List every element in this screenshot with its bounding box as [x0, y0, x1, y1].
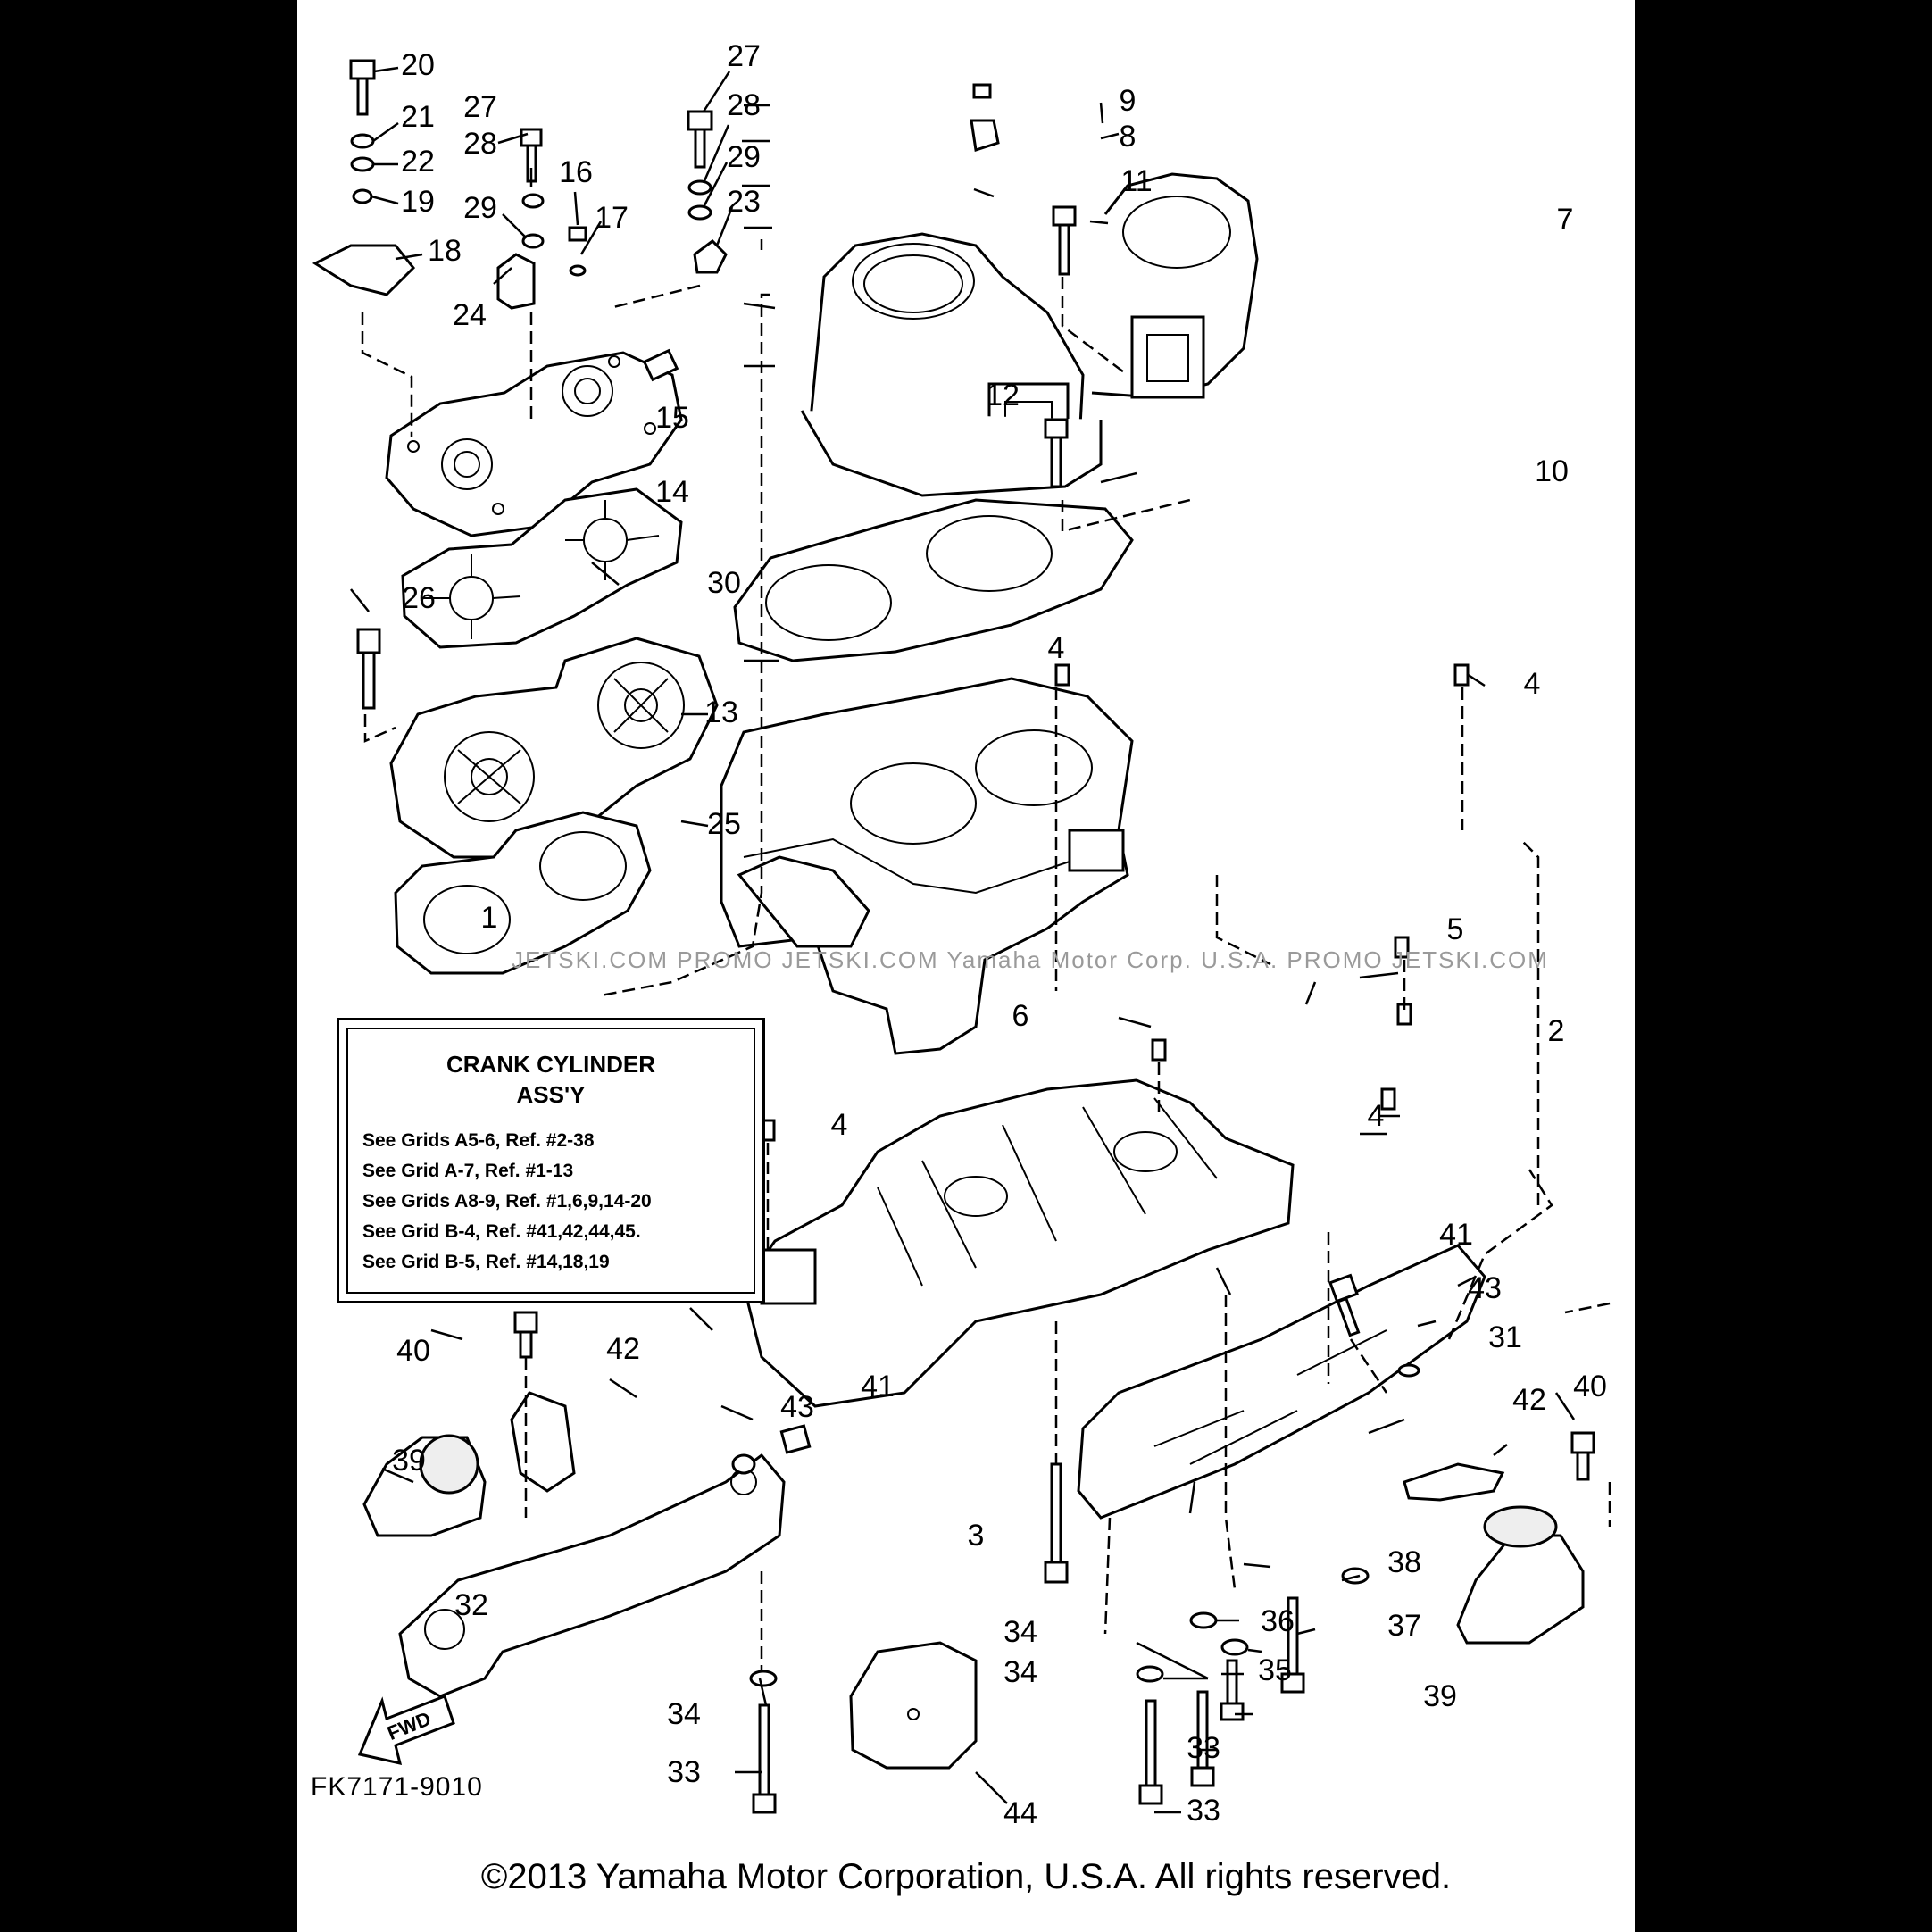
callout-42b: 42: [1512, 1383, 1546, 1417]
callout-35: 35: [1258, 1653, 1292, 1687]
callout-34c: 34: [667, 1697, 701, 1731]
assembly-reference-box: CRANK CYLINDER ASS'Y See Grids A5-6, Ref…: [337, 1018, 765, 1303]
callout-41b: 41: [861, 1370, 895, 1403]
engine-cover-block: [849, 1641, 978, 1770]
engine-mount-bracket-left: [398, 1453, 786, 1698]
reference-box-frame: [346, 1028, 755, 1294]
cylinder-base-gasket: [733, 498, 1134, 662]
callout-11: 11: [1120, 164, 1152, 198]
callout-39b: 39: [1423, 1679, 1457, 1713]
callout-28a: 28: [463, 127, 497, 161]
parts-diagram-sheet: FWD: [297, 0, 1635, 1932]
damper-right: [1403, 1462, 1505, 1502]
callout-8: 8: [1120, 120, 1137, 154]
callout-21: 21: [401, 100, 435, 134]
callout-33a: 33: [1187, 1731, 1220, 1765]
watermark-text: JETSKI.COM PROMO JETSKI.COM Yamaha Motor…: [512, 946, 1549, 973]
lower-crankcase: [742, 1078, 1295, 1408]
head-cover-gasket: [401, 487, 683, 649]
cylinder-head-gasket: [394, 811, 652, 975]
callout-37: 37: [1387, 1609, 1421, 1643]
callout-24: 24: [453, 298, 487, 332]
callout-4c: 4: [831, 1108, 848, 1142]
callout-27a: 27: [463, 90, 497, 124]
callout-17: 17: [595, 201, 629, 235]
callout-15: 15: [655, 401, 689, 435]
callout-7: 7: [1557, 203, 1574, 237]
callout-16: 16: [559, 155, 593, 189]
callout-43b: 43: [780, 1390, 814, 1424]
callout-4d: 4: [1368, 1099, 1385, 1133]
callout-14: 14: [655, 475, 689, 509]
callout-18: 18: [428, 234, 462, 268]
callout-28b: 28: [727, 88, 761, 122]
callout-30: 30: [707, 566, 741, 600]
reference-note: See Grid A-7, Ref. #1-13: [362, 1161, 574, 1181]
reference-box-subtitle: ASS'Y: [516, 1081, 586, 1108]
callout-34a: 34: [1003, 1615, 1037, 1649]
engine-mount-right: [1456, 1505, 1585, 1645]
callout-41a: 41: [1439, 1218, 1473, 1252]
callout-13: 13: [704, 695, 738, 729]
callout-27b: 27: [727, 39, 761, 73]
reference-notes-list: See Grids A5-6, Ref. #2-38 See Grid A-7,…: [362, 1126, 652, 1278]
forward-direction-arrow: FWD: [357, 1695, 455, 1765]
cylinder-head: [389, 637, 719, 859]
copyright-notice: ©2013 Yamaha Motor Corporation, U.S.A. A…: [480, 1857, 1452, 1896]
callout-29a: 29: [463, 191, 497, 225]
callout-20: 20: [401, 48, 435, 82]
callout-9: 9: [1120, 84, 1137, 118]
upper-crankcase: [720, 677, 1134, 1055]
callout-40a: 40: [396, 1334, 430, 1368]
engine-mount-left: [362, 1434, 487, 1537]
callout-10: 10: [1535, 454, 1569, 488]
callout-2: 2: [1548, 1014, 1565, 1048]
exploded-view-drawing: FWD: [312, 39, 1611, 1830]
reference-note: See Grid B-5, Ref. #14,18,19: [362, 1252, 610, 1272]
callout-numbers: 20 21 22 19 18 24 27 28 29 16 17 27 28 2…: [392, 39, 1607, 1830]
cylinder-head-cover: [385, 348, 683, 537]
leader-lines: [350, 66, 1576, 1814]
callout-23: 23: [727, 185, 761, 219]
cylinder-block: [800, 172, 1259, 497]
callout-29b: 29: [727, 140, 761, 174]
callout-36: 36: [1261, 1604, 1295, 1638]
callout-3: 3: [968, 1519, 985, 1553]
callout-5: 5: [1447, 912, 1464, 946]
damper-left: [510, 1391, 576, 1493]
callout-40b: 40: [1573, 1370, 1607, 1403]
callout-33c: 33: [1187, 1794, 1220, 1828]
reference-note: See Grids A8-9, Ref. #1,6,9,14-20: [362, 1191, 652, 1212]
callout-6: 6: [1012, 999, 1029, 1033]
callout-33b: 33: [667, 1755, 701, 1789]
callout-12: 12: [986, 379, 1020, 412]
callout-4a: 4: [1048, 631, 1065, 665]
callout-43a: 43: [1468, 1271, 1502, 1305]
reference-box-title: CRANK CYLINDER: [446, 1051, 655, 1078]
callout-22: 22: [401, 145, 435, 179]
callout-34b: 34: [1003, 1655, 1037, 1689]
callout-39a: 39: [392, 1444, 426, 1478]
callout-32: 32: [454, 1588, 488, 1622]
drawing-code: FK7171-9010: [311, 1772, 483, 1802]
assembly-guide-lines: [361, 277, 1611, 1670]
reference-note: See Grid B-4, Ref. #41,42,44,45.: [362, 1221, 641, 1242]
callout-38: 38: [1387, 1545, 1421, 1579]
reference-note: See Grids A5-6, Ref. #2-38: [362, 1130, 595, 1151]
callout-31: 31: [1488, 1320, 1522, 1354]
callout-4b: 4: [1524, 667, 1541, 701]
callout-19: 19: [401, 185, 435, 219]
callout-42a: 42: [606, 1332, 640, 1366]
callout-26: 26: [402, 581, 436, 615]
bolts-and-fasteners: [312, 59, 1595, 1814]
callout-25: 25: [707, 807, 741, 841]
callout-44: 44: [1003, 1796, 1037, 1830]
callout-1: 1: [481, 901, 498, 935]
